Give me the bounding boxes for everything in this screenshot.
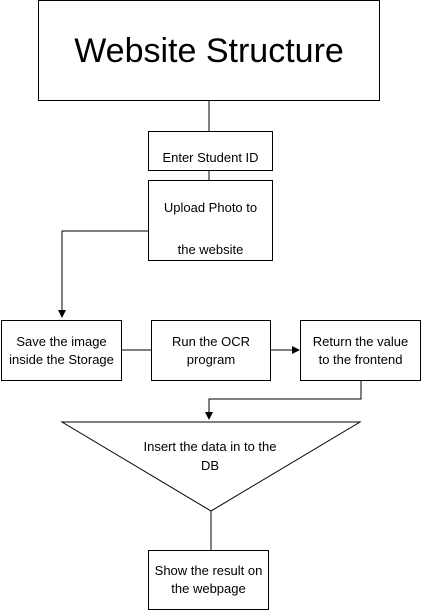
show-result-line2: the webpage	[171, 581, 246, 596]
upload-photo-line2: the website	[177, 242, 244, 257]
diagram-title: Website Structure	[74, 31, 344, 70]
show-result-line1: Show the result on	[154, 563, 263, 578]
run-ocr-line1: Run the OCR	[171, 333, 251, 349]
show-result-box: Show the result on the webpage	[148, 550, 269, 610]
enter-student-id-label: Enter Student ID	[162, 150, 259, 165]
upload-photo-box: Upload Photo to the website	[148, 180, 273, 261]
upload-photo-line1: Upload Photo to	[163, 200, 258, 215]
run-ocr-box: Run the OCR program	[151, 320, 271, 381]
insert-data-triangle	[60, 421, 362, 512]
arrow-return-to-insert	[205, 380, 362, 420]
insert-data-line1: Insert the data in to the	[143, 439, 277, 454]
arrow-upload-to-save	[58, 230, 148, 318]
insert-data-line2: DB	[200, 458, 220, 473]
save-image-box: Save the image inside the Storage	[1, 320, 122, 381]
return-value-box: Return the value to the frontend	[300, 320, 421, 381]
save-image-line1: Save the image	[16, 333, 107, 349]
enter-student-id-box: Enter Student ID	[148, 131, 273, 171]
save-image-line2: inside the Storage	[9, 351, 114, 367]
title-box: Website Structure	[38, 0, 380, 101]
return-value-line2: to the frontend	[318, 351, 403, 367]
insert-data-label: Insert the data in to the DB	[112, 437, 308, 475]
run-ocr-line2: program	[186, 351, 236, 367]
return-value-line1: Return the value	[312, 333, 409, 349]
